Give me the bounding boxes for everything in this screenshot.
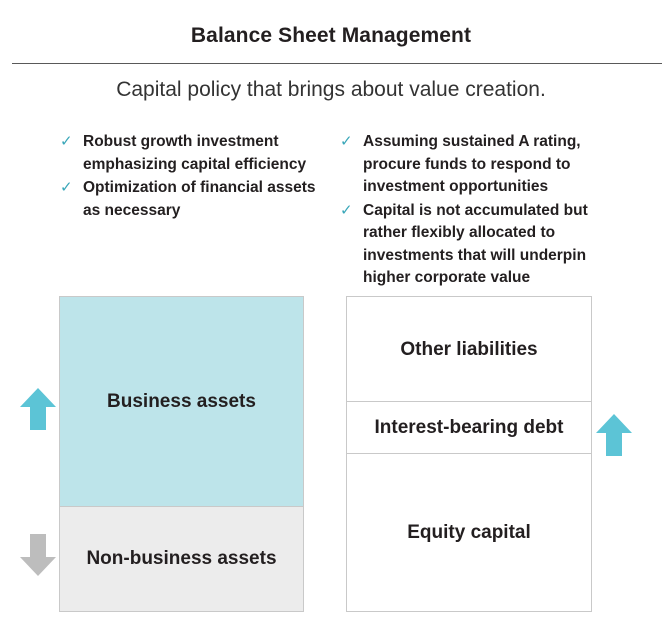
interest-bearing-debt-up-arrow-icon xyxy=(596,414,632,456)
title-divider xyxy=(12,63,662,64)
checkmark-icon: ✓ xyxy=(60,133,73,150)
non-business-assets-down-arrow-icon xyxy=(20,534,56,576)
other-liabilities-box: Other liabilities xyxy=(346,296,592,403)
equity-capital-label: Equity capital xyxy=(407,521,531,543)
bullet-text: Capital is not accumulated but rather fl… xyxy=(363,201,588,287)
arrow-shape xyxy=(20,534,56,576)
left-bullet-list: ✓ Robust growth investment emphasizing c… xyxy=(60,131,330,223)
right-bullet-item: ✓ Capital is not accumulated but rather … xyxy=(340,200,630,290)
non-business-assets-label: Non-business assets xyxy=(86,548,277,569)
bullet-text: Assuming sustained A rating, procure fun… xyxy=(363,133,581,195)
checkmark-icon: ✓ xyxy=(340,201,353,219)
business-assets-box: Business assets xyxy=(59,296,304,508)
right-bullet-item: ✓ Assuming sustained A rating, procure f… xyxy=(340,131,630,199)
arrow-shape xyxy=(596,414,632,456)
non-business-assets-box: Non-business assets xyxy=(59,506,304,612)
business-assets-label: Business assets xyxy=(107,391,256,412)
diagram-subtitle: Capital policy that brings about value c… xyxy=(116,78,546,101)
arrow-shape xyxy=(20,388,56,430)
bullet-text: Optimization of financial assets as nece… xyxy=(83,179,316,219)
interest-bearing-debt-label: Interest-bearing debt xyxy=(374,417,564,438)
equity-capital-box: Equity capital xyxy=(346,453,592,612)
left-bullet-item: ✓ Optimization of financial assets as ne… xyxy=(60,177,330,222)
business-assets-up-arrow-icon xyxy=(20,388,56,430)
checkmark-icon: ✓ xyxy=(60,179,73,196)
bullet-text: Robust growth investment emphasizing cap… xyxy=(83,133,307,173)
interest-bearing-debt-box: Interest-bearing debt xyxy=(346,401,592,455)
checkmark-icon: ✓ xyxy=(340,133,353,150)
right-bullet-list: ✓ Assuming sustained A rating, procure f… xyxy=(340,131,630,291)
other-liabilities-label: Other liabilities xyxy=(400,338,538,360)
left-bullet-item: ✓ Robust growth investment emphasizing c… xyxy=(60,131,330,176)
diagram-title: Balance Sheet Management xyxy=(190,24,472,47)
